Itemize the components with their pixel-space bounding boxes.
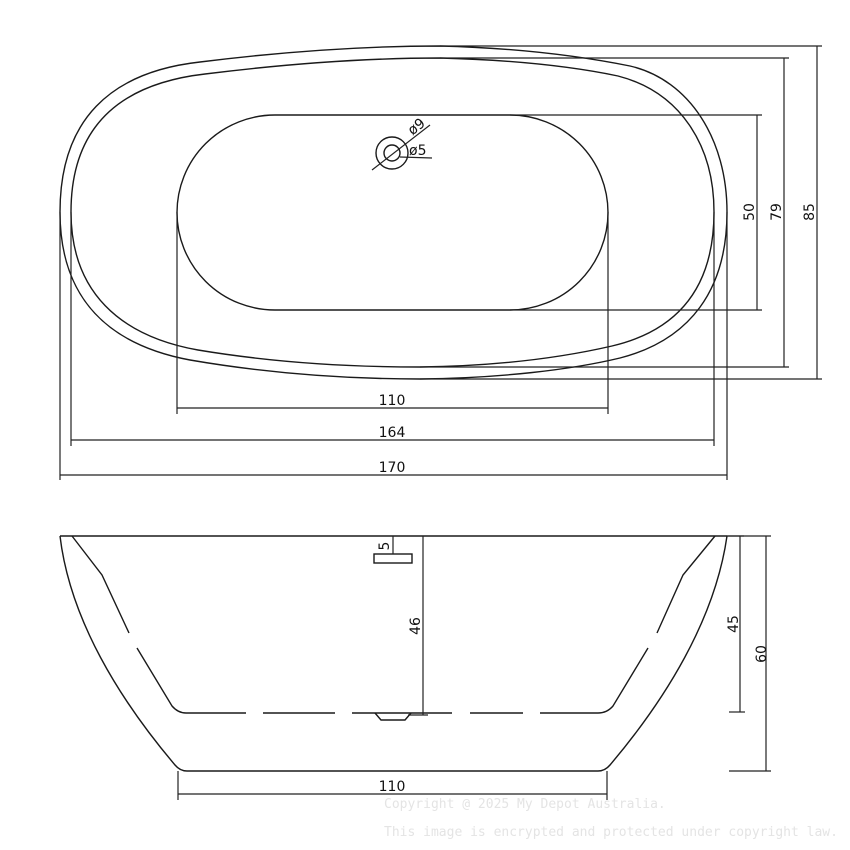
overflow-fitting [373, 553, 413, 564]
overflow-offset-label: 5 [377, 542, 393, 551]
top-view: ø9 ø5 110 164 170 50 [59, 45, 822, 480]
base-length-label: 110 [379, 779, 406, 795]
side-view: 5 46 45 60 110 [59, 535, 771, 800]
dim-overflow-height [408, 536, 428, 716]
waste-icon [371, 124, 433, 171]
waste-inner-diameter-label: ø5 [409, 143, 426, 159]
dim-overall-length [59, 212, 728, 480]
inner-shell-left [71, 535, 130, 634]
overall-height-label: 60 [754, 645, 770, 663]
overall-width-label: 85 [802, 203, 818, 221]
outer-shell-outline [59, 535, 728, 772]
overflow-height-label: 46 [408, 617, 424, 635]
inner-shell-left-lower [136, 647, 246, 714]
waste-outer-diameter-label: ø9 [405, 115, 429, 138]
dim-basin-width [510, 114, 762, 311]
dim-overall-width [420, 45, 822, 380]
basin-outline [176, 114, 609, 311]
dim-overall-height [727, 535, 771, 772]
dim-basin-length [176, 212, 609, 414]
inner-shell-right-lower [540, 647, 649, 714]
internal-depth-label: 45 [726, 615, 742, 633]
overall-length-label: 170 [379, 460, 406, 476]
protection-watermark: This image is encrypted and protected un… [384, 825, 838, 840]
dim-base-length [177, 771, 608, 800]
basin-width-label: 50 [742, 203, 758, 221]
waste-fitting [374, 712, 412, 721]
dim-inner-length [70, 212, 715, 446]
inner-shell-right [656, 535, 716, 634]
inner-width-label: 79 [769, 203, 785, 221]
outer-rim-outline [59, 45, 728, 380]
inner-length-label: 164 [379, 425, 406, 441]
basin-length-label: 110 [379, 393, 406, 409]
inner-rim-outline [70, 57, 715, 368]
dim-inner-width [420, 57, 789, 368]
copyright-watermark: Copyright @ 2025 My Depot Australia. [384, 797, 666, 812]
